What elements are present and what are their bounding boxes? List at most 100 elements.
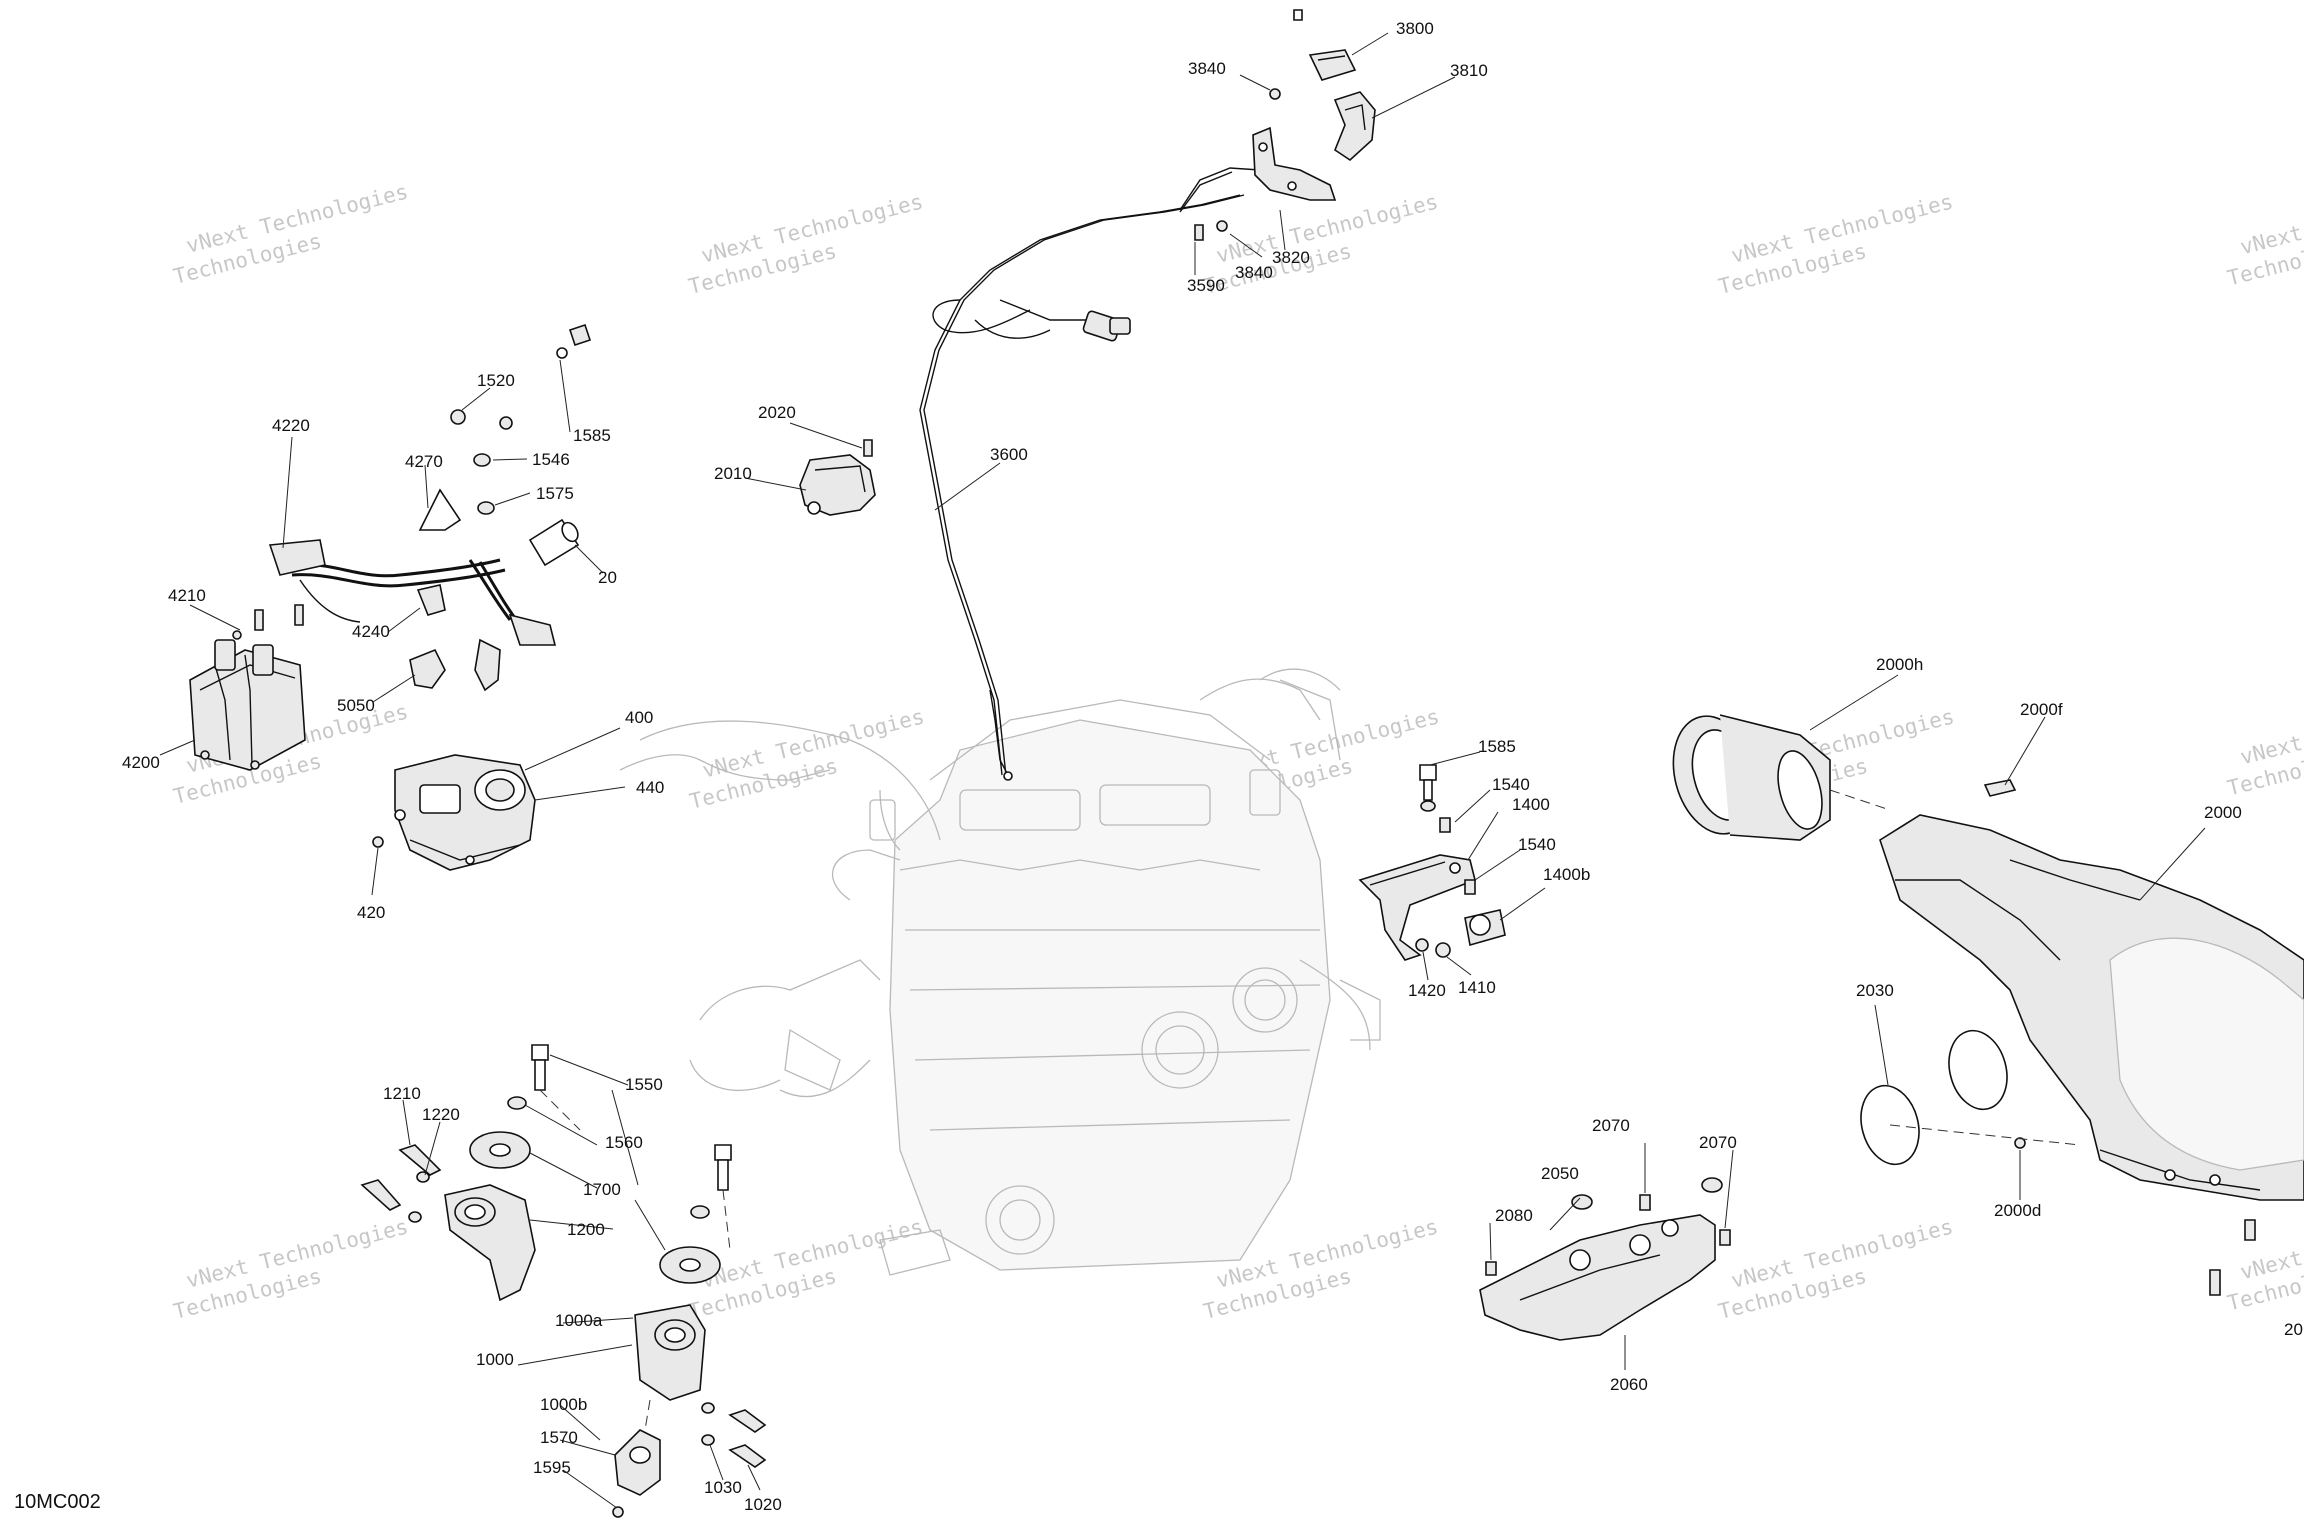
washer-1546 — [473, 453, 491, 467]
callout-400: 400 — [625, 708, 653, 727]
screw-2080 — [1485, 1261, 1497, 1276]
nut-3840-top — [1269, 88, 1281, 100]
screw-3590 — [1194, 224, 1204, 241]
callout-2060: 2060 — [1610, 1375, 1648, 1394]
callout-1585-top: 1585 — [573, 426, 611, 445]
actuator-400 — [394, 754, 536, 871]
screw-1585-mid — [1419, 764, 1437, 812]
watermark-text: vNext Technologies — [2238, 691, 2304, 769]
callout-5050: 5050 — [337, 696, 375, 715]
pipe-ghost-400 — [619, 754, 831, 781]
callout-440: 440 — [636, 778, 664, 797]
callout-2080: 2080 — [1495, 1206, 1533, 1225]
callout-1595: 1595 — [533, 1458, 571, 1477]
callout-2070-a: 2070 — [1592, 1116, 1630, 1135]
callout-2030: 2030 — [1856, 981, 1894, 1000]
callout-1540-a: 1540 — [1492, 775, 1530, 794]
callout-3840-bottom: 3840 — [1235, 263, 1273, 282]
callout-3810: 3810 — [1450, 61, 1488, 80]
washer-1220 — [408, 1171, 430, 1223]
bushing-1570 — [614, 1429, 661, 1496]
nut-420 — [372, 836, 384, 848]
grommet-2050 — [1571, 1177, 1723, 1210]
callout-1000b: 1000b — [540, 1395, 587, 1414]
callout-3600: 3600 — [990, 445, 1028, 464]
callout-1220: 1220 — [422, 1105, 460, 1124]
callout-420: 420 — [357, 903, 385, 922]
callout-2000d: 2000d — [1994, 1201, 2041, 1220]
ignition-coil-4200 — [189, 639, 306, 771]
centerline-dashes — [539, 789, 2081, 1431]
callout-1400: 1400 — [1512, 795, 1550, 814]
callout-1420: 1420 — [1408, 981, 1446, 1000]
callout-1570: 1570 — [540, 1428, 578, 1447]
nut-3840-bottom — [1216, 220, 1228, 232]
washer-1030 — [701, 1402, 715, 1446]
bolt-1020 — [728, 1409, 767, 1468]
plate-1700 — [469, 1131, 721, 1284]
callout-2020: 2020 — [758, 403, 796, 422]
washer-1575 — [477, 501, 495, 515]
airbox-2000 — [1879, 814, 2304, 1201]
screw-1585-top — [556, 323, 592, 359]
screw-2020 — [863, 439, 873, 457]
tab-2000f — [1983, 779, 2017, 797]
screw-20-right — [2209, 1219, 2256, 1296]
sleeve-20 — [528, 518, 580, 567]
callout-2000h: 2000h — [1876, 655, 1923, 674]
callout-3840-top: 3840 — [1188, 59, 1226, 78]
clip-3800 — [1308, 49, 1357, 81]
callout-labels: 3800 3840 3810 3820 3840 3590 2020 2010 … — [122, 19, 2303, 1514]
callout-1520: 1520 — [477, 371, 515, 390]
watermark-text: vNext Technologies — [2238, 1206, 2304, 1284]
callout-1550: 1550 — [625, 1075, 663, 1094]
cable-harness-3600 — [919, 167, 1261, 781]
connector-5050 — [409, 648, 446, 689]
callout-1560: 1560 — [605, 1133, 643, 1152]
leader-lines — [159, 32, 2206, 1509]
callout-1585-mid: 1585 — [1478, 737, 1516, 756]
callout-2050: 2050 — [1541, 1164, 1579, 1183]
callout-4240: 4240 — [352, 622, 390, 641]
callout-1540-b: 1540 — [1518, 835, 1556, 854]
screw-3800-small — [1293, 9, 1303, 21]
callout-20-right: 20 — [2284, 1320, 2303, 1339]
callout-1200: 1200 — [567, 1220, 605, 1239]
diagram-code: 10MC002 — [14, 1491, 101, 1513]
nut-1410 — [1435, 942, 1451, 958]
callout-3800: 3800 — [1396, 19, 1434, 38]
clip-3810 — [1333, 91, 1376, 162]
spark-plug-cable-4220 — [268, 539, 557, 692]
nut-1595 — [612, 1506, 624, 1518]
callout-1020: 1020 — [744, 1495, 782, 1514]
callout-2010: 2010 — [714, 464, 752, 483]
callout-2000f: 2000f — [2020, 700, 2063, 719]
callout-3590: 3590 — [1187, 276, 1225, 295]
bracket-3820 — [1252, 126, 1337, 201]
clamp-2030 — [1860, 1029, 2008, 1166]
callout-1400b: 1400b — [1543, 865, 1590, 884]
callout-4270: 4270 — [405, 452, 443, 471]
callout-1000: 1000 — [476, 1350, 514, 1369]
callout-4200: 4200 — [122, 753, 160, 772]
callout-20: 20 — [598, 568, 617, 587]
damper-1400b — [1464, 909, 1506, 947]
callout-2070-b: 2070 — [1699, 1133, 1737, 1152]
engine-ghost-outline — [639, 668, 1381, 1276]
callout-1030: 1030 — [704, 1478, 742, 1497]
flange-2000h — [1672, 714, 1831, 841]
callout-1410: 1410 — [1458, 978, 1496, 997]
callout-3820: 3820 — [1272, 248, 1310, 267]
callout-4220: 4220 — [272, 416, 310, 435]
screw-2000d — [2014, 1137, 2026, 1149]
washer-1420 — [1415, 938, 1429, 952]
callout-1546: 1546 — [532, 450, 570, 469]
watermark-text: vNext Technologies — [2238, 181, 2304, 259]
screw-1540 — [1439, 817, 1476, 895]
bracket-1400 — [1358, 854, 1476, 961]
clip-4240 — [416, 584, 446, 616]
bolt-1550 — [531, 1044, 732, 1191]
callout-1000a: 1000a — [555, 1311, 603, 1330]
plate-2060 — [1479, 1214, 1716, 1341]
